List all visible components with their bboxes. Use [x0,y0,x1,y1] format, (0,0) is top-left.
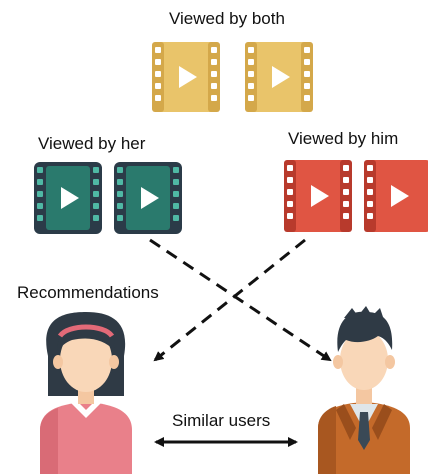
woman-avatar-icon [40,312,132,474]
film-reel-icon [284,160,352,232]
recommendations-label: Recommendations [17,283,159,302]
viewed-by-both-label: Viewed by both [169,9,285,28]
viewed-by-him-label: Viewed by him [288,129,399,148]
film-reel-icon [364,160,428,232]
similar-users-label: Similar users [172,411,271,430]
film-reel-icon [245,42,313,112]
recommendation-arrow-to-man [149,238,332,362]
viewed-by-her-label: Viewed by her [38,134,146,153]
film-reel-icon [34,162,102,234]
man-avatar-icon [318,306,410,474]
film-reel-icon [152,42,220,112]
film-reel-icon [114,162,182,234]
recommendation-arrow-to-woman [153,238,306,362]
